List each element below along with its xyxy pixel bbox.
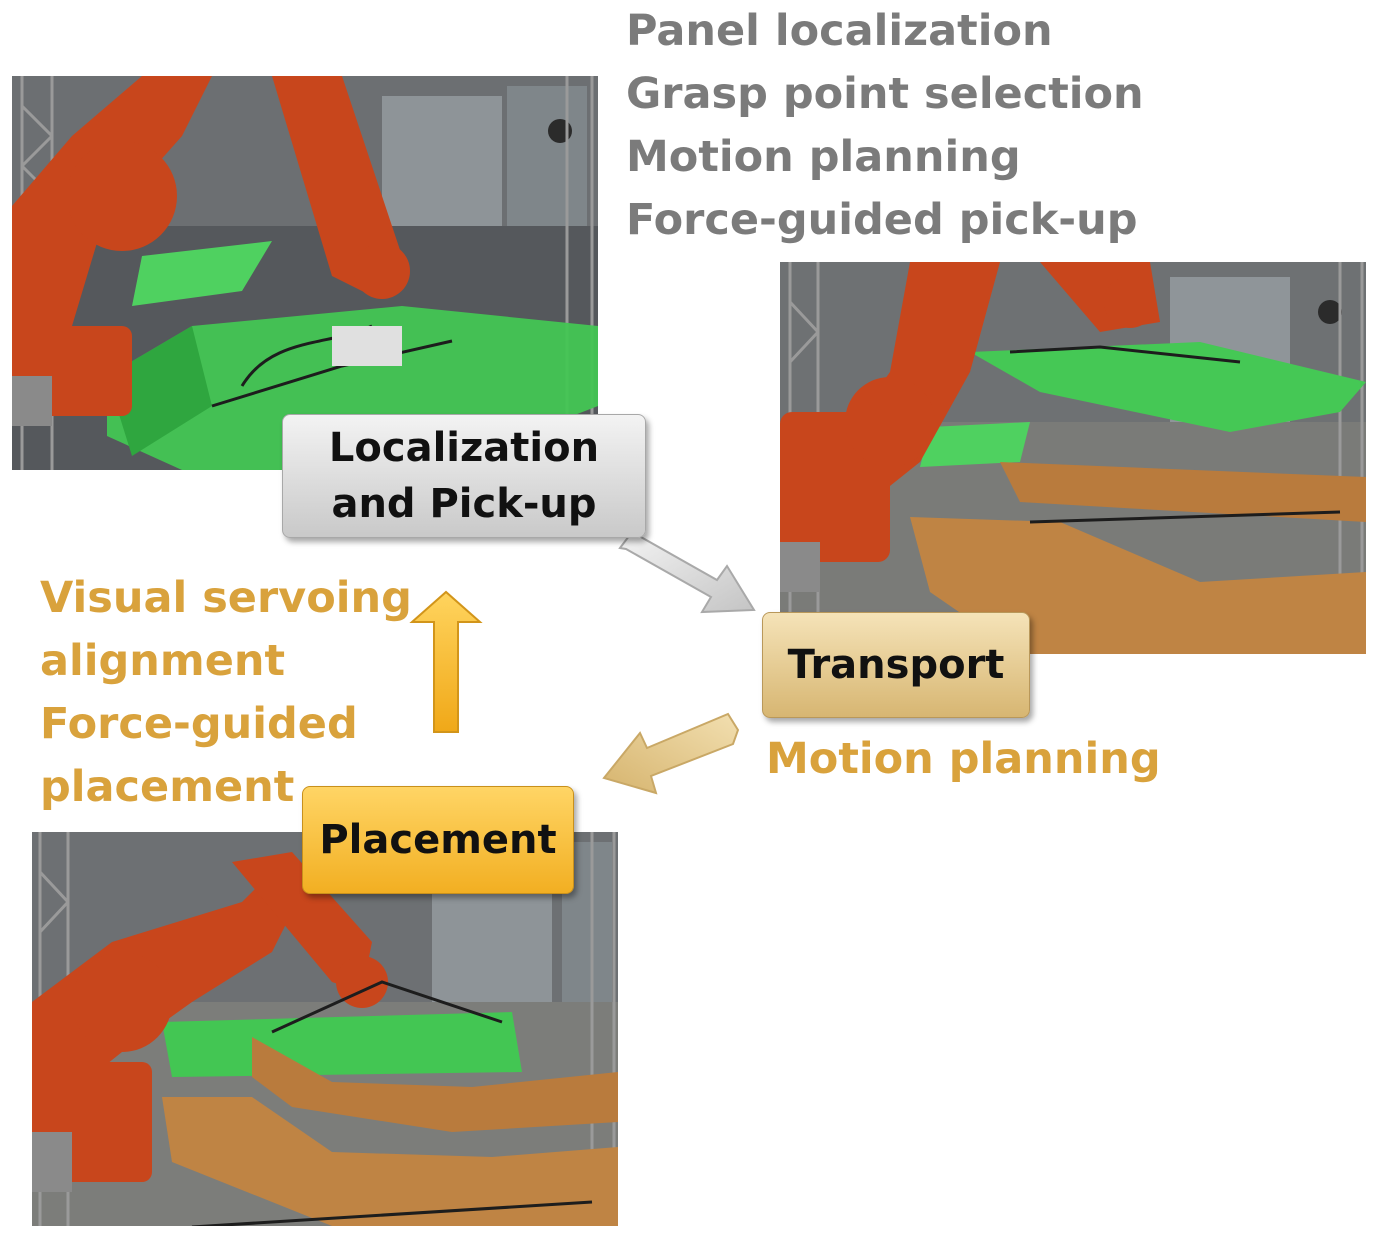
stage-label: Placement xyxy=(319,817,557,863)
pickup-steps-list: Panel localization Grasp point selection… xyxy=(626,0,1144,252)
photo-robot-pickup-icon xyxy=(12,76,598,470)
pickup-step: Grasp point selection xyxy=(626,69,1144,119)
photo-robot-placement-icon xyxy=(32,832,618,1226)
stage-label-line: and Pick-up xyxy=(331,481,597,527)
stage-transport-box: Transport xyxy=(762,612,1030,718)
placement-step: placement xyxy=(40,762,295,812)
arrow-pickup-to-transport-icon xyxy=(618,530,756,614)
transport-step: Motion planning xyxy=(766,734,1161,784)
placement-steps-list: Visual servoing alignment Force-guided p… xyxy=(40,567,412,819)
stage-localization-pickup-box: Localization and Pick-up xyxy=(282,414,646,538)
arrow-placement-to-pickup-icon xyxy=(409,590,483,733)
pickup-step: Force-guided pick-up xyxy=(626,195,1138,245)
stage-placement-box: Placement xyxy=(302,786,574,894)
pickup-step: Motion planning xyxy=(626,132,1021,182)
pickup-step: Panel localization xyxy=(626,6,1053,56)
stage-label: Transport xyxy=(787,642,1005,688)
stage-label-line: Localization xyxy=(328,425,600,471)
arrow-transport-to-placement-icon xyxy=(602,712,740,795)
placement-step: alignment xyxy=(40,636,286,686)
transport-steps-list: Motion planning xyxy=(766,728,1161,791)
placement-step: Visual servoing xyxy=(40,573,412,623)
photo-robot-transport-icon xyxy=(780,262,1366,654)
placement-step: Force-guided xyxy=(40,699,358,749)
